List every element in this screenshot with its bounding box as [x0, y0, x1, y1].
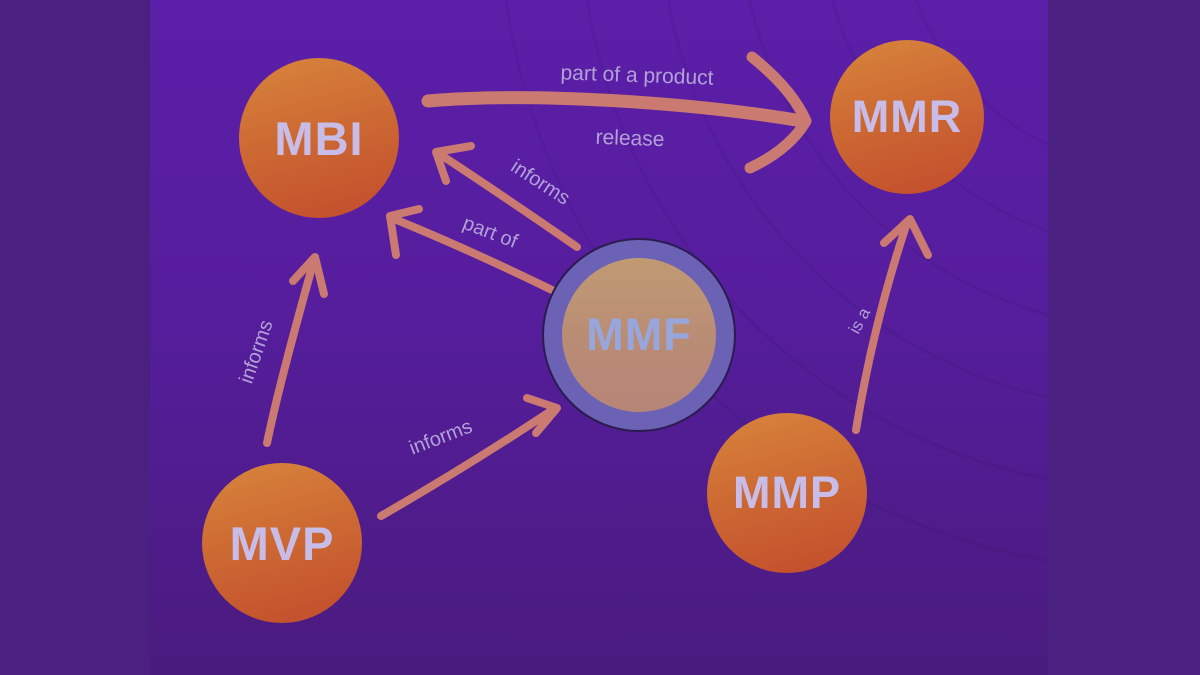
node-mmf-ring: MMF [542, 238, 736, 432]
arrow-mbi-to-mmr-shaft [421, 91, 809, 128]
arrow-mvp-to-mmf-shaft [377, 405, 558, 520]
arrow-mmf-to-mbi-informs-shaft [434, 149, 581, 251]
node-mmr-label: MMR [851, 91, 963, 142]
node-mmf-label: MMF [586, 309, 692, 360]
node-mmp: MMP [707, 413, 867, 573]
arrow-mvp-to-mbi-head [289, 253, 328, 298]
arrow-mmp-to-mmr-shaft [852, 222, 910, 434]
arrow-mbi-to-mmr-head [744, 51, 812, 174]
node-mbi: MBI [239, 58, 399, 218]
node-mmp-label: MMP [733, 467, 841, 518]
node-mvp: MVP [202, 463, 362, 623]
arrow-mmf-to-mbi-informs-head [432, 142, 475, 185]
node-mmf: MMF [562, 258, 716, 412]
arrow-mmf-to-mbi-partof-shaft [388, 214, 556, 294]
arrow-mvp-to-mmf-head [523, 394, 561, 437]
arrow-mvp-to-mbi-shaft [263, 256, 318, 447]
node-mvp-label: MVP [229, 516, 335, 570]
node-mmr: MMR [830, 40, 984, 194]
arrow-mmf-to-mbi-partof-head [386, 205, 423, 259]
node-mbi-label: MBI [274, 111, 364, 165]
arrow-mmp-to-mmr-head [880, 215, 932, 259]
